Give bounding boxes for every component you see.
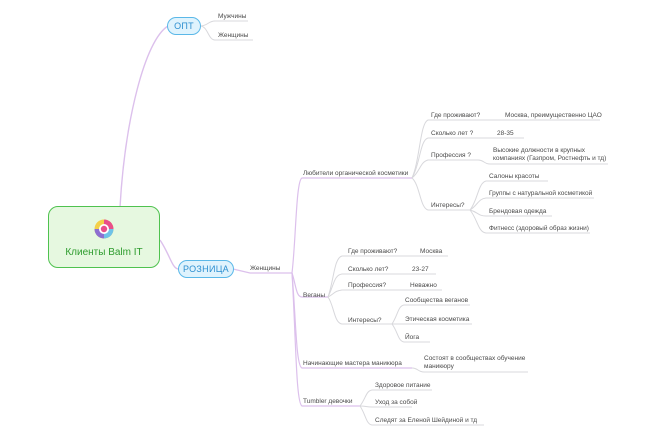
link-organic-profession	[411, 159, 478, 179]
organic-profession-a[interactable]: Высокие должности в крупных компаниях (Г…	[493, 147, 607, 162]
vegans-interest-1[interactable]: Сообщества веганов	[405, 297, 469, 304]
balm-it-logo-icon	[94, 219, 114, 239]
link-opt-men	[199, 20, 248, 27]
link-int1	[469, 180, 548, 211]
manicure-masters-detail[interactable]: Состоят в сообществах обучение маникюру	[424, 355, 526, 370]
link-root-roznica	[159, 239, 179, 270]
link-vegans-where	[327, 255, 410, 298]
tumblr-item-2[interactable]: Уход за собой	[375, 399, 418, 406]
vegans[interactable]: Веганы	[303, 292, 326, 299]
link-tumblr3	[359, 405, 484, 426]
manicure-masters[interactable]: Начинающие мастера маникюра	[303, 360, 402, 367]
link-roznica-women	[232, 268, 292, 274]
roznica-women[interactable]: Женщины	[250, 265, 281, 272]
opt-men[interactable]: Мужчины	[218, 13, 247, 20]
tumblr-girls[interactable]: Tumbler девочки	[303, 398, 353, 405]
organic-age-a[interactable]: 28-35	[497, 130, 514, 137]
branch-roznica[interactable]: РОЗНИЦА	[178, 260, 234, 278]
organic-interest-3[interactable]: Брендовая одежда	[489, 208, 547, 215]
organic-interests-q[interactable]: Интересы?	[431, 202, 465, 209]
vegans-age-q[interactable]: Сколько лет?	[348, 266, 389, 273]
link-int3	[469, 209, 552, 217]
link-women-organic	[291, 177, 412, 274]
vegans-interest-3[interactable]: Йога	[405, 334, 420, 341]
vegans-profession-a[interactable]: Неважно	[410, 282, 437, 289]
vegans-where-a[interactable]: Москва	[420, 248, 443, 255]
vegans-age-a[interactable]: 23-27	[412, 266, 429, 273]
link-vegans-interests	[327, 296, 392, 325]
link-women-vegans	[291, 272, 328, 298]
organic-interest-1[interactable]: Салоны красоты	[489, 173, 540, 180]
vegans-profession-q[interactable]: Профессия?	[348, 282, 387, 289]
link-opt-women	[199, 25, 253, 41]
organic-interest-4[interactable]: Фитнесс (здоровый образ жизни)	[489, 225, 589, 232]
link-tumblr1	[359, 389, 432, 407]
link-organic-profession-a	[477, 159, 608, 165]
link-int4	[469, 209, 590, 234]
link-int2	[469, 197, 594, 211]
link-vint1	[391, 304, 470, 325]
opt-women[interactable]: Женщины	[218, 32, 249, 39]
branch-opt[interactable]: ОПТ	[167, 17, 201, 35]
link-masters-detail	[411, 367, 528, 373]
link-organic-interests	[411, 177, 470, 211]
organic-where-a[interactable]: Москва, преимущественно ЦАО	[505, 112, 602, 119]
link-organic-where	[411, 119, 500, 179]
link-organic-age	[411, 137, 488, 179]
tumblr-item-3[interactable]: Следят за Еленой Шейдиной и тд	[375, 417, 478, 424]
link-root-opt	[119, 25, 169, 208]
vegans-interests-q[interactable]: Интересы?	[348, 317, 382, 324]
link-vegans-age	[327, 273, 404, 298]
organic-profession-q[interactable]: Профессия ?	[431, 152, 471, 159]
tumblr-item-1[interactable]: Здоровое питание	[375, 382, 431, 389]
link-women-tumblr	[291, 272, 360, 407]
organic-age-q[interactable]: Сколько лет ?	[431, 130, 474, 137]
link-tumblr2	[359, 405, 412, 408]
organic-where-q[interactable]: Где проживают?	[431, 112, 481, 119]
link-vegans-profession	[327, 289, 404, 298]
root-node[interactable]: Клиенты Balm IT	[48, 206, 160, 268]
link-vint3	[391, 323, 430, 343]
vegans-interest-2[interactable]: Этическая косметика	[405, 316, 470, 323]
root-title: Клиенты Balm IT	[65, 247, 143, 258]
organic-interest-2[interactable]: Группы с натуральной косметикой	[489, 190, 593, 197]
vegans-where-q[interactable]: Где проживают?	[348, 248, 398, 255]
organic-lovers[interactable]: Любители органической косметики	[303, 170, 409, 177]
